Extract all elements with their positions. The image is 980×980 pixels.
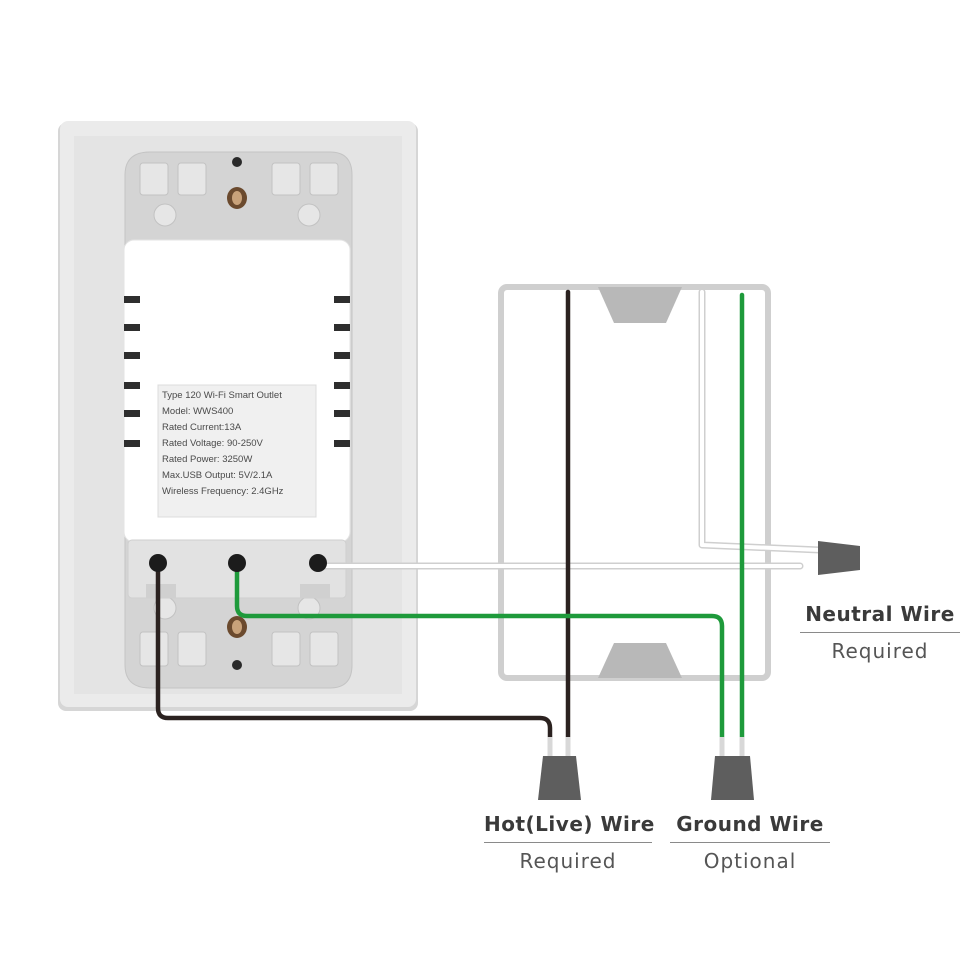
junction-box-tab-top: [598, 287, 682, 323]
vent-slots-right: [334, 296, 350, 447]
spec-line: Rated Voltage: 90-250V: [162, 438, 263, 449]
junction-box: [498, 284, 771, 681]
neutral-wire-label: Neutral Wire Required: [800, 602, 960, 663]
bracket-cutouts-bottom: [139, 596, 339, 667]
screw-icon: [227, 187, 247, 209]
junction-box-tab-bottom: [598, 643, 682, 678]
spec-line: Wireless Frequency: 2.4GHz: [162, 486, 284, 497]
bracket-hole-bottom: [232, 660, 242, 670]
wire-nut-icon: [711, 756, 754, 800]
wire-nut-icon: [818, 541, 860, 575]
hot-wire-name: Hot(Live) Wire: [484, 812, 654, 843]
spec-label-text: Type 120 Wi-Fi Smart Outlet Model: WWS40…: [162, 388, 312, 500]
ground-wire-name: Ground Wire: [670, 812, 830, 843]
vent-slots-left: [124, 296, 140, 447]
terminal-screw-icon: [149, 554, 167, 572]
terminal-brackets: [146, 584, 330, 598]
spec-line: Type 120 Wi-Fi Smart Outlet: [162, 390, 282, 401]
ground-wire-label: Ground Wire Optional: [670, 812, 830, 873]
bracket-hole-top: [232, 157, 242, 167]
neutral-wire-requirement: Required: [831, 639, 929, 663]
bracket-cutouts-top: [139, 162, 339, 227]
neutral-wire-name: Neutral Wire: [800, 602, 960, 633]
ground-wire-requirement: Optional: [703, 849, 797, 873]
hot-wire: [155, 289, 571, 758]
wire-nut-icon: [538, 756, 581, 800]
spec-line: Rated Power: 3250W: [162, 454, 253, 465]
spec-line: Max.USB Output: 5V/2.1A: [162, 470, 273, 481]
terminal-screw-icon: [228, 554, 246, 572]
spec-label-panel: [157, 384, 317, 518]
ground-wire: [234, 292, 745, 758]
wire-ends: [547, 737, 745, 757]
hot-wire-requirement: Required: [519, 849, 617, 873]
screw-icon: [227, 616, 247, 638]
terminal-screw-icon: [309, 554, 327, 572]
neutral-wire: [314, 288, 824, 570]
hot-wire-label: Hot(Live) Wire Required: [484, 812, 654, 873]
spec-line: Model: WWS400: [162, 406, 234, 417]
spec-line: Rated Current:13A: [162, 422, 242, 433]
